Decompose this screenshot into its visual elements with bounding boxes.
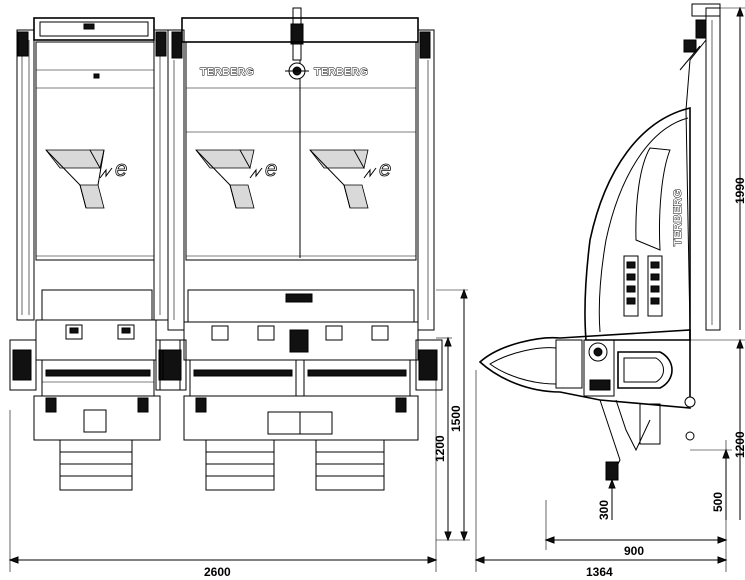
dim-side-depth: 1364 [586, 565, 613, 579]
dim-height-1200-front: 1200 [433, 435, 447, 462]
dimension-lines: 2600 1500 1200 1364 900 300 [8, 6, 745, 579]
dim-height-300: 300 [597, 500, 611, 520]
brand-wordmark-right: TERBERG [314, 66, 368, 78]
dim-side-reach: 900 [624, 544, 644, 558]
v-logo-right-icon: e [309, 149, 392, 209]
v-logo-icon: e [45, 149, 128, 209]
dim-height-1990: 1990 [733, 177, 745, 204]
brand-emblem-icon [285, 62, 309, 80]
double-lifter-front-view: TERBERG TERBERG e e [159, 7, 443, 491]
dim-height-1200-side: 1200 [733, 431, 745, 458]
logo-e-right-text: e [379, 156, 391, 181]
lifter-side-view: TERBERG [478, 3, 721, 481]
logo-e-left-text: e [265, 156, 277, 181]
dim-overall-width: 2600 [204, 565, 231, 579]
single-lifter-front-view: e [9, 17, 181, 491]
dim-height-1500: 1500 [449, 405, 463, 432]
v-logo-left-icon: e [195, 149, 278, 209]
dim-height-500: 500 [711, 492, 725, 512]
logo-e-text: e [115, 156, 127, 181]
side-brand-wordmark: TERBERG [672, 189, 684, 246]
brand-strip: TERBERG TERBERG [200, 62, 368, 80]
brand-wordmark-left: TERBERG [200, 66, 254, 78]
